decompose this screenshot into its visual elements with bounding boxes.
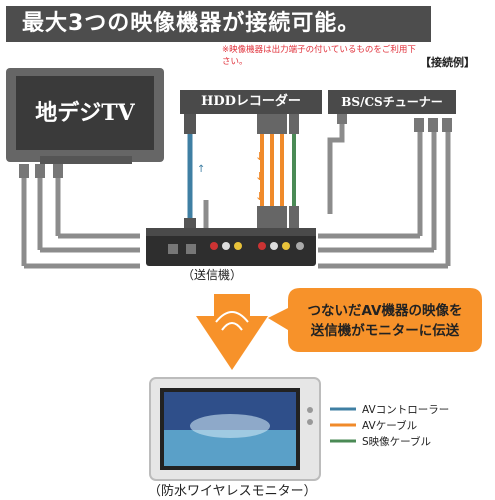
legend-lines (330, 407, 356, 443)
svg-text:↓: ↓ (255, 150, 264, 163)
page-title: 最大3つの映像機器が接続可能。 (6, 6, 431, 42)
example-label: 【接続例】 (420, 56, 475, 69)
svg-text:↑: ↑ (186, 150, 194, 161)
svg-text:↑: ↑ (186, 178, 194, 189)
hdd-recorder-label: HDDレコーダー (180, 90, 322, 114)
av-controller-cable: ↑ ↑ ↑ (184, 114, 205, 232)
note-text: ※映像機器は出力端子の付いているものをご利用下さい。 (222, 45, 416, 67)
tv-stand (40, 156, 132, 164)
sender-unit (146, 228, 316, 266)
callout-line-2: 送信機がモニターに伝送 (310, 323, 460, 339)
callout-bubble (268, 288, 482, 352)
bscs-cables (318, 116, 451, 269)
svg-text:↑: ↑ (197, 164, 205, 175)
waterproof-monitor (149, 377, 321, 481)
hdd-plugs (257, 114, 299, 228)
monitor-label: （防水ワイヤレスモニター） (148, 484, 317, 499)
tv-cables (21, 172, 140, 269)
callout-line-1: つないだAV機器の映像を (307, 303, 463, 319)
tv-label: 地デジTV (16, 76, 154, 150)
sender-label: （送信機） (182, 268, 243, 282)
svg-text:↓: ↓ (255, 190, 264, 203)
legend-av-controller: AVコントローラー (362, 404, 450, 416)
av-arrows: ↓ ↓ ↓ (255, 150, 264, 203)
transmission-arrow (196, 294, 268, 370)
legend-s-video-cable: S映像ケーブル (362, 436, 432, 448)
svg-text:↓: ↓ (255, 170, 264, 183)
bscs-plugs (337, 112, 452, 132)
bscs-tuner-label: BS/CSチューナー (328, 90, 456, 114)
tv-plugs (19, 164, 63, 178)
legend-av-cable: AVケーブル (362, 420, 418, 432)
